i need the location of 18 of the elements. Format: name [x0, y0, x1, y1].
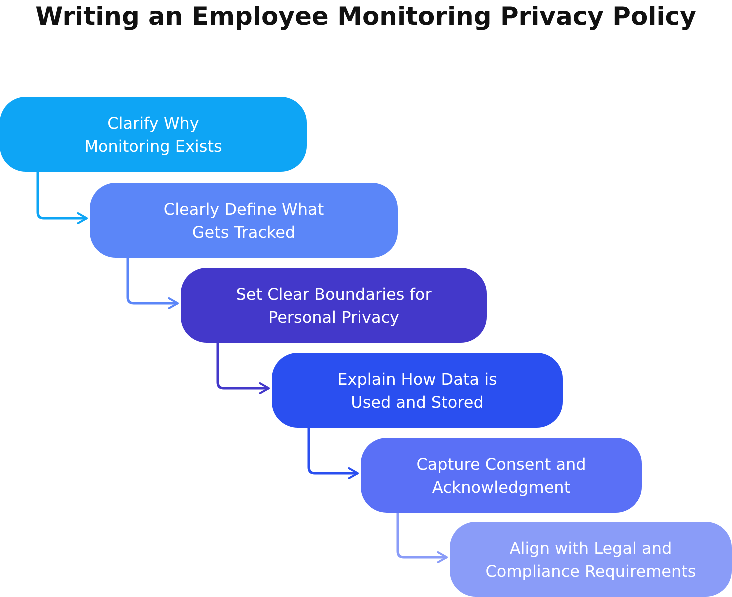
step-label: Align with Legal and Compliance Requirements [484, 538, 698, 582]
step-label: Explain How Data is Used and Stored [336, 368, 498, 414]
arrow [396, 513, 448, 564]
step-box [450, 522, 732, 597]
step-label: Clarify Why Monitoring Exists [84, 112, 224, 158]
step-box [181, 268, 487, 343]
arrow [126, 258, 179, 310]
step-box [272, 353, 563, 428]
title: Writing an Employee Monitoring Privacy Policy [34, 2, 698, 31]
step-label: Set Clear Boundaries for Personal Privacy [235, 284, 433, 328]
arrow [308, 428, 359, 480]
arrow [216, 343, 270, 394]
step-label: Capture Consent and Acknowledgment [416, 454, 588, 498]
step-box [0, 97, 307, 172]
arrow [36, 172, 88, 224]
step-box [361, 438, 642, 513]
step-box [90, 183, 398, 258]
step-label: Clearly Define What Gets Tracked [162, 198, 326, 244]
